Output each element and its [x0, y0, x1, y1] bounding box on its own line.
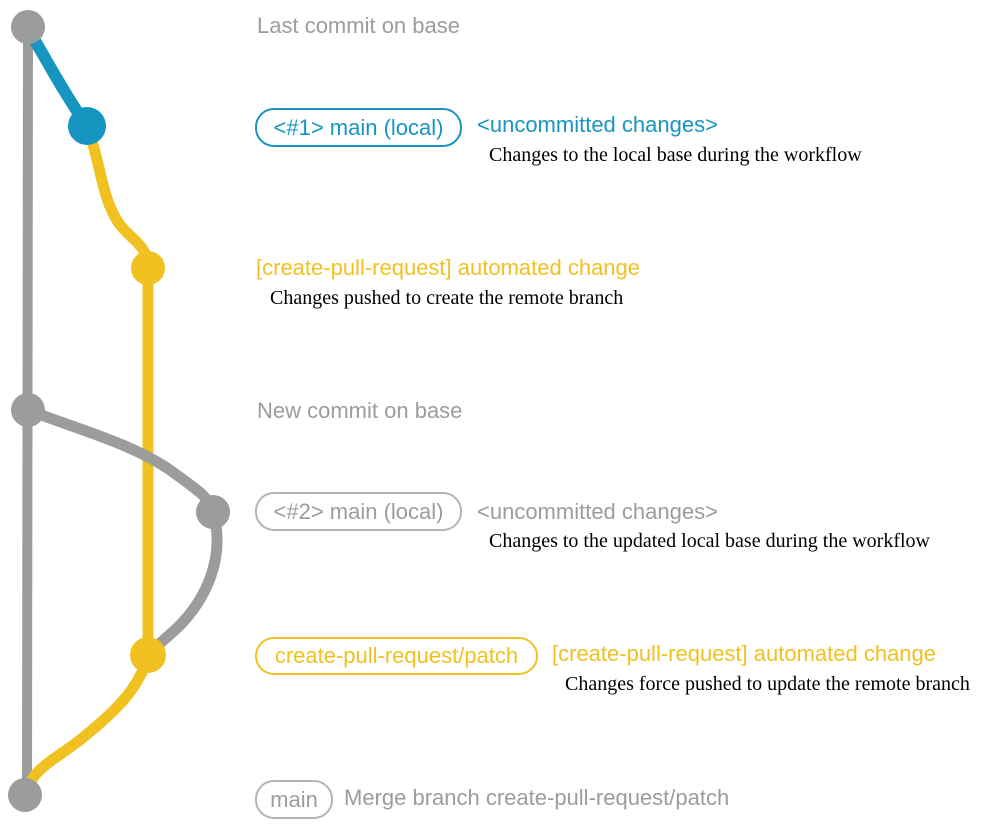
caption-last-commit-on-base: Last commit on base — [257, 13, 460, 38]
caption-new-commit-on-base: New commit on base — [257, 398, 463, 423]
branch-label-main-local-1: <#1> main (local) — [255, 108, 462, 147]
main-local-merge-curve — [145, 510, 223, 659]
note-uncommitted-changes-2: Changes to the updated local base during… — [489, 530, 930, 552]
branch-label-patch: create-pull-request/patch — [255, 637, 538, 675]
patch-branch-curve-top — [81, 124, 154, 269]
status-uncommitted-changes-2: <uncommitted changes> — [477, 499, 718, 524]
commit-node-new-on-base — [11, 393, 45, 427]
patch-branch-curve-bottom — [19, 653, 154, 797]
commit-message-automated-change-2: [create-pull-request] automated change — [552, 641, 937, 666]
main-local-branch-curve-2 — [26, 404, 219, 514]
note-automated-change-2: Changes force pushed to update the remot… — [565, 673, 970, 695]
commit-node-automated-change-1 — [131, 251, 165, 285]
commit-message-automated-change-1: [create-pull-request] automated change — [256, 255, 641, 280]
branch-label-main-local-2: <#2> main (local) — [255, 492, 462, 531]
commit-node-last-on-base — [11, 10, 45, 44]
commit-node-merge — [8, 778, 42, 812]
commit-node-automated-change-2 — [130, 637, 166, 673]
branch-label-main: main — [255, 780, 333, 819]
commit-message-merge: Merge branch create-pull-request/patch — [344, 785, 730, 810]
note-uncommitted-changes-1: Changes to the local base during the wor… — [489, 144, 862, 166]
commit-node-local-main-1 — [68, 107, 106, 145]
note-automated-change-1: Changes pushed to create the remote bran… — [270, 287, 624, 309]
status-uncommitted-changes-1: <uncommitted changes> — [477, 112, 718, 137]
commit-node-local-main-2 — [196, 495, 230, 529]
